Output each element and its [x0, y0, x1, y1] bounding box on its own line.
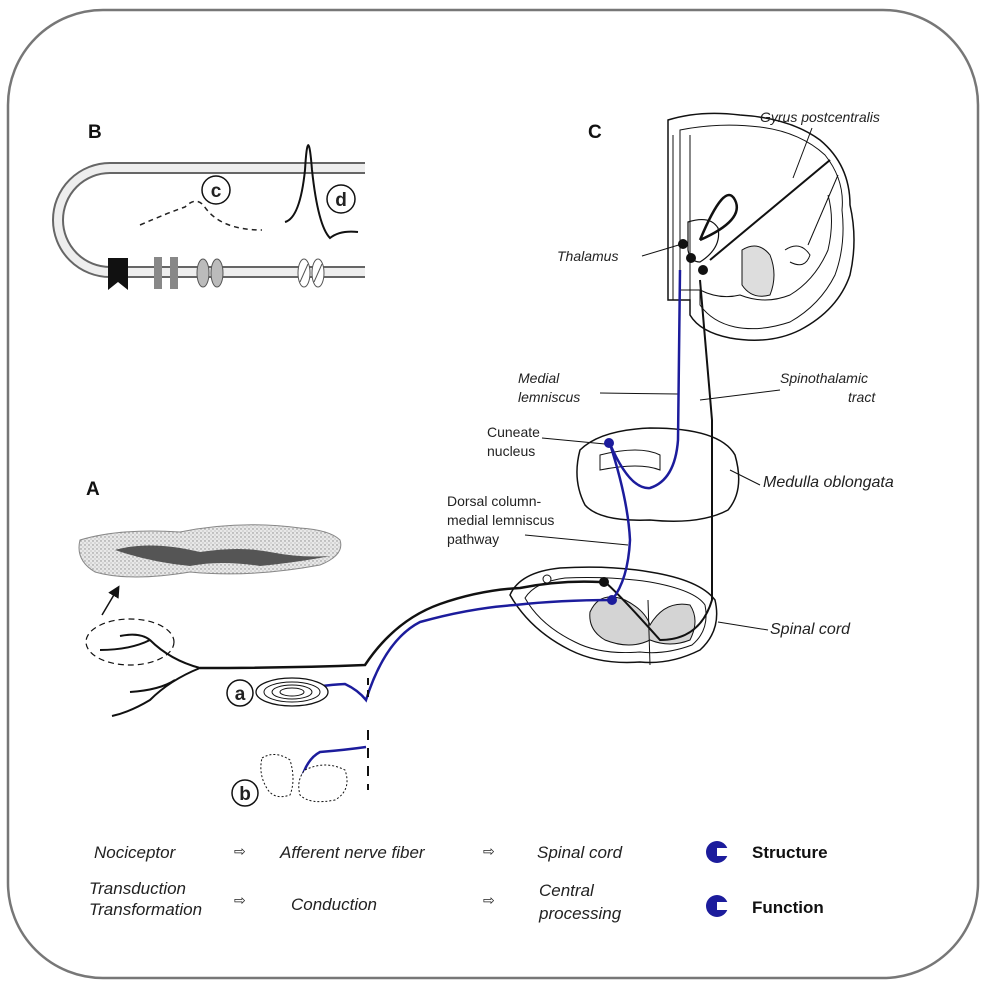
- legend-arrow-1: ⇨: [234, 843, 246, 859]
- thalamic-neuron-3: [698, 265, 708, 275]
- legend-arrow-3: ⇨: [234, 892, 246, 908]
- label-gyrus-postcentralis: Gyrus postcentralis: [760, 109, 880, 125]
- panel-label-b: B: [88, 122, 102, 143]
- putamen: [742, 246, 774, 296]
- legend-nociceptor: Nociceptor: [94, 843, 177, 862]
- legend-function: Function: [752, 898, 824, 917]
- channel-oval-2: [211, 259, 223, 287]
- label-medulla-oblongata: Medulla oblongata: [763, 474, 894, 491]
- label-dorsal-1: Dorsal column-: [447, 493, 541, 509]
- label-spinothalamic-1: Spinothalamic: [780, 370, 868, 386]
- legend-transduction: Transduction: [89, 879, 186, 898]
- label-cuneate-2: nucleus: [487, 443, 535, 459]
- cuneate-neuron: [604, 438, 614, 448]
- marker-a: a: [235, 684, 246, 705]
- thalamic-neuron-2: [686, 253, 696, 263]
- channel-bar-1: [154, 257, 162, 289]
- panel-label-c: C: [588, 122, 602, 143]
- marker-b: b: [239, 784, 251, 805]
- panel-label-a: A: [86, 479, 100, 500]
- spinal-neuron-black: [599, 577, 609, 587]
- label-spinothalamic-2: tract: [848, 389, 876, 405]
- legend-processing: processing: [538, 904, 622, 923]
- label-cuneate-1: Cuneate: [487, 424, 540, 440]
- channel-oval-1: [197, 259, 209, 287]
- label-thalamus: Thalamus: [557, 248, 618, 264]
- legend-afferent-fiber: Afferent nerve fiber: [279, 843, 426, 862]
- medulla-section: [577, 428, 739, 521]
- brain-section: [668, 113, 854, 340]
- label-dorsal-2: medial lemniscus: [447, 512, 554, 528]
- legend-arrow-2: ⇨: [483, 843, 495, 859]
- label-spinal-cord: Spinal cord: [770, 621, 851, 638]
- legend-transformation: Transformation: [89, 900, 202, 919]
- legend-spinal-cord: Spinal cord: [537, 843, 623, 862]
- label-dorsal-3: pathway: [447, 531, 499, 547]
- label-medial-lemniscus-2: lemniscus: [518, 389, 580, 405]
- marker-c: c: [211, 181, 222, 202]
- thalamic-neuron-1: [678, 239, 688, 249]
- legend-structure: Structure: [752, 843, 828, 862]
- legend-arrow-4: ⇨: [483, 892, 495, 908]
- legend-conduction: Conduction: [291, 895, 377, 914]
- legend-central: Central: [539, 881, 595, 900]
- label-medial-lemniscus-1: Medial: [518, 370, 560, 386]
- channel-bar-2: [170, 257, 178, 289]
- spinal-neuron-blue: [607, 595, 617, 605]
- marker-d: d: [335, 190, 347, 211]
- lamellated-corpuscle: [256, 678, 328, 706]
